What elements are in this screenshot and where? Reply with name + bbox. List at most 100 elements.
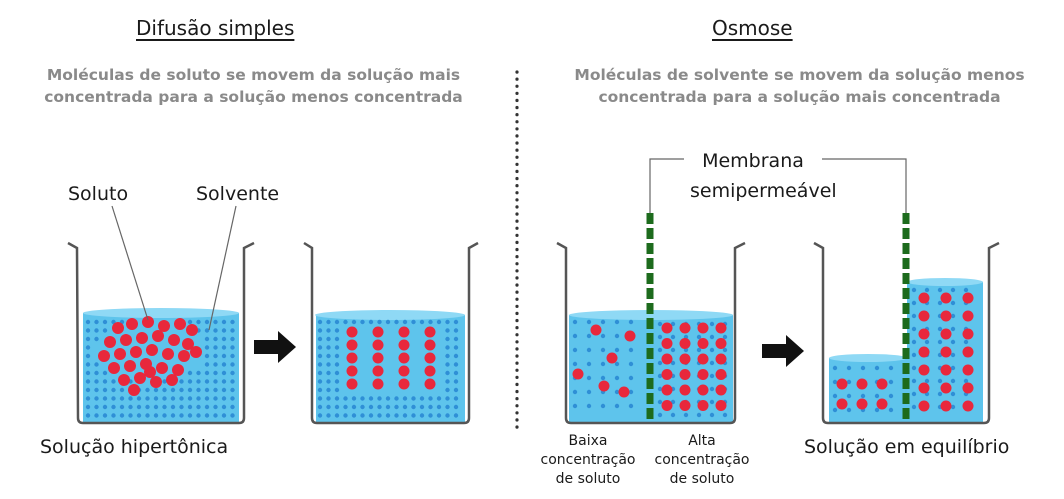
solvent-molecule — [696, 334, 702, 340]
solvent-molecule — [924, 378, 930, 384]
solvent-molecule — [924, 287, 930, 293]
solvent-molecule — [334, 370, 340, 376]
solvent-molecule — [343, 413, 348, 418]
solute-molecule — [572, 368, 584, 380]
solvent-molecule — [196, 396, 201, 401]
solute-molecule — [346, 352, 358, 364]
solvent-molecule — [221, 370, 227, 376]
high-concentration-label: Alta concentração de soluto — [654, 433, 750, 487]
solute-molecule — [962, 382, 974, 394]
arrow-right-icon — [762, 335, 804, 367]
solvent-molecule — [419, 404, 425, 410]
solvent-molecule — [326, 387, 331, 393]
solvent-molecule — [317, 319, 323, 325]
solvent-molecule — [187, 404, 193, 410]
solute-molecule — [124, 360, 136, 372]
solute-molecule — [134, 372, 146, 384]
solute-molecule — [876, 398, 888, 410]
solvent-molecule — [317, 387, 323, 393]
solvent-molecule — [445, 362, 450, 367]
solvent-leader-line — [208, 205, 237, 331]
solvent-molecule — [572, 347, 578, 353]
solvent-molecule — [385, 404, 391, 410]
beaker-outline — [556, 241, 746, 425]
solvent-molecule — [911, 339, 917, 345]
solvent-molecule — [317, 362, 323, 367]
solvent-molecule — [334, 319, 340, 325]
solute-molecule — [918, 310, 930, 322]
solvent-molecule — [385, 413, 391, 418]
solvent-molecule — [102, 396, 108, 401]
solvent-molecule — [600, 347, 606, 353]
solute-molecule — [697, 338, 709, 349]
solvent-molecule — [326, 362, 331, 367]
solvent-molecule — [402, 319, 408, 325]
solution-surface-right — [907, 278, 983, 286]
solvent-molecule — [722, 347, 728, 353]
solute-molecule — [715, 369, 727, 380]
solvent-molecule — [445, 404, 450, 410]
solvent-molecule — [230, 370, 235, 376]
solvent-molecule — [696, 347, 702, 353]
solvent-molecule — [628, 319, 634, 325]
solute-molecule — [150, 376, 162, 388]
solvent-molecule — [657, 334, 663, 340]
solvent-molecule — [153, 396, 159, 401]
solute-molecule — [962, 364, 974, 376]
solute-molecule — [130, 346, 142, 358]
solvent-molecule — [204, 345, 210, 350]
solvent-molecule — [230, 353, 235, 359]
solvent-molecule — [230, 396, 235, 401]
solvent-molecule — [832, 365, 838, 371]
solvent-molecule — [411, 404, 416, 410]
solvent-molecule — [85, 379, 91, 384]
solute-molecule — [424, 339, 436, 351]
solvent-molecule — [213, 404, 218, 410]
solvent-molecule — [937, 378, 943, 384]
solute-molecule — [940, 382, 952, 394]
solvent-molecule — [360, 404, 365, 410]
solvent-molecule — [709, 386, 715, 392]
solute-molecule — [697, 322, 709, 334]
solvent-molecule — [85, 413, 91, 418]
solvent-molecule — [326, 370, 331, 376]
solvent-molecule — [453, 353, 459, 359]
solvent-molecule — [213, 345, 218, 350]
solvent-molecule — [937, 391, 943, 397]
solvent-molecule — [196, 370, 201, 376]
solvent-molecule — [950, 339, 956, 345]
solute-molecule — [679, 384, 691, 396]
solvent-molecule — [145, 413, 150, 418]
solvent-molecule — [832, 379, 838, 385]
solvent-molecule — [394, 404, 399, 410]
solute-molecule — [962, 346, 974, 358]
solvent-molecule — [924, 339, 930, 345]
solvent-molecule — [874, 393, 880, 399]
solvent-molecule — [963, 287, 969, 293]
solvent-molecule — [394, 396, 399, 401]
solvent-molecule — [419, 319, 425, 325]
solute-molecule — [590, 324, 602, 336]
solute-molecule — [166, 374, 178, 386]
solvent-molecule — [196, 413, 201, 418]
solvent-molecule — [136, 404, 142, 410]
solute-molecule — [98, 350, 110, 362]
solute-molecule — [606, 352, 618, 364]
solute-molecule — [661, 369, 673, 380]
solvent-molecule — [170, 387, 176, 393]
solvent-molecule — [162, 396, 167, 401]
solvent-molecule — [187, 379, 193, 384]
solute-molecule — [182, 338, 194, 350]
solute-molecule — [940, 310, 952, 322]
solute-molecule — [424, 365, 436, 377]
solute-molecule — [346, 326, 358, 338]
solvent-molecule — [85, 370, 91, 376]
solvent-molecule — [628, 389, 634, 395]
solvent-molecule — [343, 319, 348, 325]
solute-molecule — [156, 362, 168, 374]
solvent-molecule — [950, 365, 956, 371]
solvent-molecule — [600, 319, 606, 325]
solvent-molecule — [385, 396, 391, 401]
solvent-molecule — [911, 391, 917, 397]
solvent-molecule — [94, 336, 99, 342]
